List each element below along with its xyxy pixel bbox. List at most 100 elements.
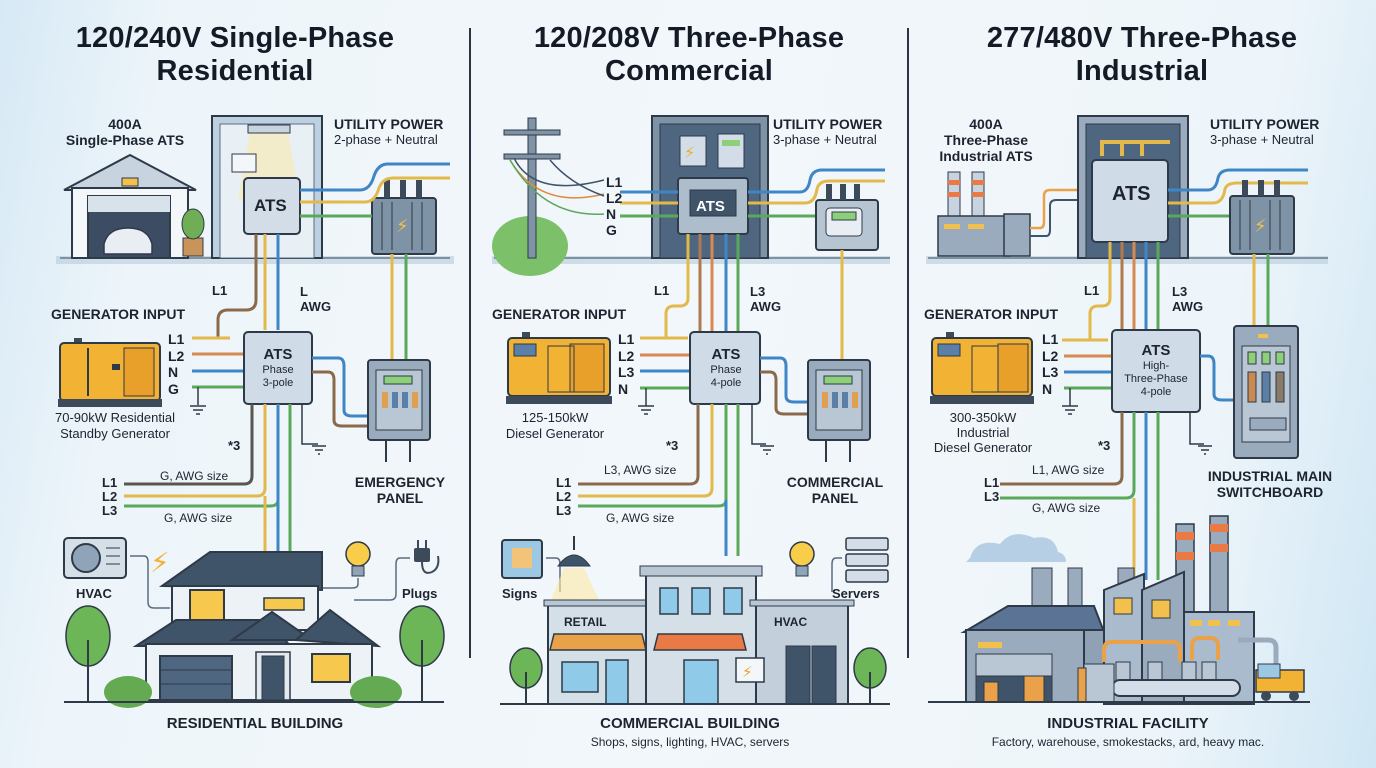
main-ats-label: ATS <box>254 196 287 215</box>
generator-type: Standby Generator <box>60 426 170 441</box>
ats-rating-label: 400A Single-Phase ATS <box>50 116 200 148</box>
switch-ats-line-2: 4-pole <box>710 377 742 389</box>
pole-line-labels: L1 L2 N G <box>606 174 622 238</box>
generator-type: Diesel Generator <box>933 440 1033 455</box>
title-line-2: Industrial <box>1075 55 1209 87</box>
load-label-plugs: Plugs <box>402 586 438 601</box>
hvac-unit-icon <box>63 537 127 579</box>
utility-subtitle: 3-phase + Neutral <box>1210 132 1314 147</box>
generator-capacity: 70-90kW Residential <box>55 410 175 425</box>
title-line-1: 277/480V Three-Phase <box>986 22 1298 54</box>
generator-class: Industrial <box>956 425 1010 440</box>
svg-text:⚡: ⚡ <box>150 547 170 578</box>
switch-ats-line-2: Three-Phase <box>1124 373 1188 385</box>
utility-title: UTILITY POWER <box>1210 116 1320 132</box>
terminal-label: L2 <box>618 347 635 364</box>
switch-ats-line-1: High- <box>1142 360 1170 372</box>
panel-line-1: EMERGENCY <box>354 474 446 490</box>
plug-icon <box>414 540 440 574</box>
svg-text:⚡: ⚡ <box>1254 216 1267 236</box>
awg-label-line-2: AWG <box>1172 299 1204 314</box>
output-awg-label-bottom: G, AWG size <box>164 511 233 525</box>
panel-line-2: SWITCHBOARD <box>1216 484 1324 500</box>
generator-terminals: L1 L2 L3 N <box>1042 331 1058 397</box>
output-terminals: L1 L3 <box>984 476 999 504</box>
industrial-panel: ⚡ <box>908 0 1376 768</box>
main-ats-label: ATS <box>696 198 725 215</box>
garage-icon <box>63 153 197 259</box>
awg-label: L3 AWG <box>1172 284 1203 314</box>
switchboard-label: INDUSTRIAL MAIN SWITCHBOARD <box>1194 468 1346 500</box>
generator-input-label: GENERATOR INPUT <box>924 306 1059 322</box>
switch-ats-title: ATS <box>711 346 741 363</box>
ats-rating-phase: Three-Phase <box>943 132 1029 148</box>
terminal-label: L1 <box>102 475 118 490</box>
title-line-2: Commercial <box>604 55 773 87</box>
ats-rating-amps: 400A <box>969 116 1003 132</box>
building-title: RESIDENTIAL BUILDING <box>166 715 344 732</box>
title-line-2: Residential <box>156 55 314 87</box>
awg-label-line-2: AWG <box>300 299 332 314</box>
ats-rating-label: 400A Three-Phase Industrial ATS <box>926 116 1046 164</box>
terminal-label: L1 <box>984 475 1000 490</box>
title-line-1: 120/240V Single-Phase <box>75 22 395 54</box>
residential-panel: ⚡ <box>0 0 470 768</box>
residential-diagram-art: ⚡ <box>56 115 454 708</box>
panel-divider <box>469 28 471 658</box>
terminal-label: L2 <box>556 489 572 504</box>
servers-icon <box>845 537 889 583</box>
terminal-label: L3 <box>1042 364 1059 380</box>
generator-terminals: L1 L2 L3 N <box>618 331 634 397</box>
terminal-label: N <box>618 380 629 397</box>
main-ats-label: ATS <box>1112 183 1151 205</box>
building-title: INDUSTRIAL FACILITY <box>1047 715 1209 732</box>
awg-label-line-2: AWG <box>750 299 782 314</box>
switch-ats-line-1: Phase <box>710 364 742 376</box>
panel-line-1: COMMERCIAL <box>786 474 884 490</box>
multiplier-label: *3 <box>666 438 679 453</box>
commercial-panel: ⚡ <box>470 0 908 768</box>
utility-title: UTILITY POWER <box>773 116 883 132</box>
load-label-servers: Servers <box>832 586 880 601</box>
utility-subtitle: 3-phase + Neutral <box>773 132 877 147</box>
line-label: G <box>606 222 617 238</box>
switch-ats-label: ATS Phase 3-pole <box>240 346 316 390</box>
svg-text:⚡: ⚡ <box>742 664 753 681</box>
multiplier-label: *3 <box>228 438 241 453</box>
line-label: L1 <box>606 174 623 190</box>
svg-text:⚡: ⚡ <box>396 216 409 236</box>
terminal-label: N <box>168 364 179 380</box>
industrial-facility-icon <box>960 515 1305 705</box>
awg-label: L AWG <box>300 284 331 314</box>
sign-icon <box>501 539 543 579</box>
light-bulb-icon <box>345 541 371 577</box>
storefront-label-hvac: HVAC <box>774 615 808 629</box>
commercial-panel-icon <box>807 359 871 462</box>
output-terminals: L1 L2 L3 <box>102 476 117 518</box>
generator-capacity: 125-150kW <box>521 410 589 425</box>
switch-ats-label: ATS Phase 4-pole <box>688 346 764 390</box>
utility-power-label: UTILITY POWER 2-phase + Neutral <box>334 116 443 148</box>
output-awg-label-bottom: G, AWG size <box>606 511 675 525</box>
ats-rating-type: Industrial ATS <box>939 148 1033 164</box>
house-icon <box>132 551 382 701</box>
svg-text:⚡: ⚡ <box>684 145 695 162</box>
terminal-label: L1 <box>1042 331 1059 347</box>
output-awg-label-top: L1, AWG size <box>1032 463 1105 477</box>
industrial-diagram-art: ⚡ <box>926 115 1328 705</box>
awg-label-line-1: L3 <box>1172 284 1188 299</box>
terminal-label: G <box>168 380 179 397</box>
building-subtitle: Factory, warehouse, smokestacks, ard, he… <box>991 735 1265 749</box>
ats-rating-amps: 400A <box>108 116 142 132</box>
switch-ats-label: ATS High- Three-Phase 4-pole <box>1112 342 1200 399</box>
building-subtitle: Shops, signs, lighting, HVAC, servers <box>590 735 790 749</box>
upper-wire-label: L1 <box>654 283 670 298</box>
terminal-label: L1 <box>618 331 635 347</box>
generator-description: 70-90kW Residential Standby Generator <box>30 410 200 442</box>
switch-ats-line-3: 4-pole <box>1140 386 1172 398</box>
panel-title: 120/208V Three-Phase Commercial <box>470 22 908 88</box>
output-terminals: L1 L2 L3 <box>556 476 571 518</box>
emergency-panel-icon <box>367 359 431 462</box>
awg-label-line-1: L3 <box>750 284 766 299</box>
terminal-label: L3 <box>102 503 118 518</box>
